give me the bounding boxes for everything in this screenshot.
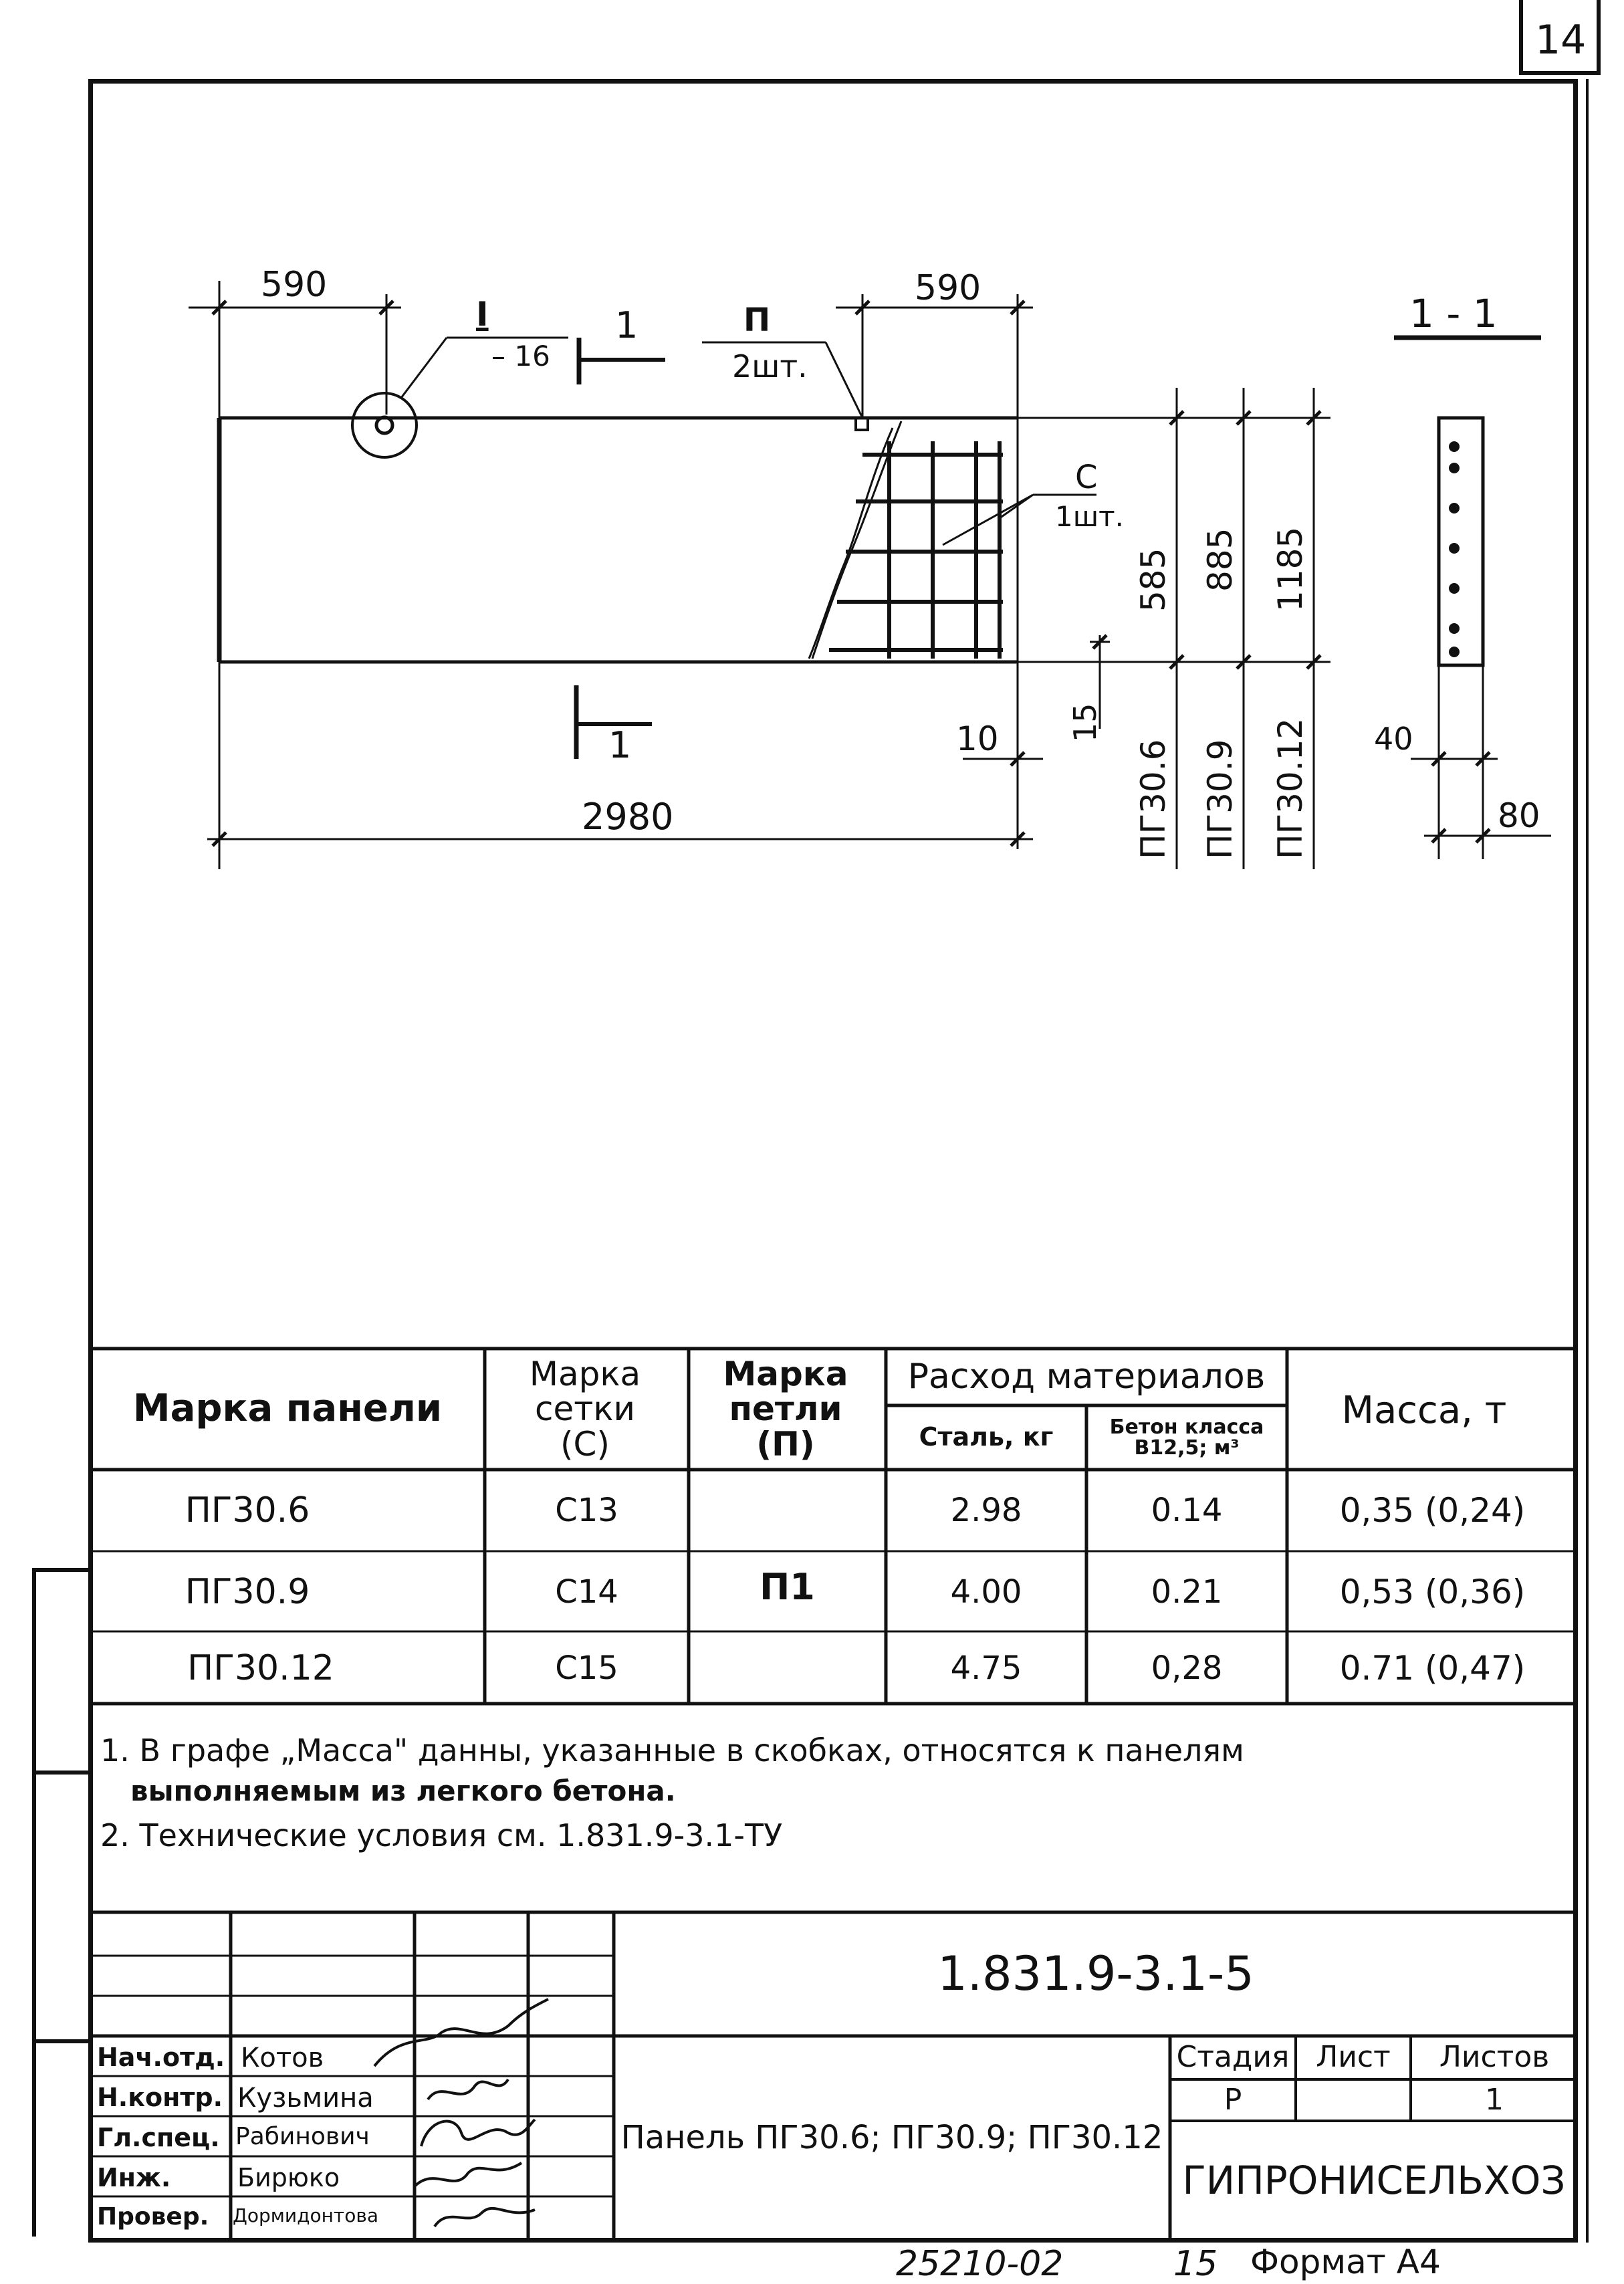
stage-value: Р: [1224, 2082, 1242, 2117]
signature-dormidontova: [433, 2206, 536, 2228]
header-loop-mark: Марка петли (П): [723, 1354, 848, 1464]
drawing-frame: [88, 79, 1578, 2243]
callout-c: С: [1075, 459, 1098, 496]
dim-top-right: 590: [915, 268, 981, 308]
header-consumption: Расход материалов: [907, 1357, 1266, 1397]
sheets-label: Листов: [1439, 2040, 1550, 2075]
binding-margin-line: [32, 1771, 90, 1775]
table-row-1-mass: 0,35 (0,24): [1339, 1490, 1526, 1530]
table-row-2-mass: 0,53 (0,36): [1339, 1572, 1526, 1611]
note-line-3: 2. Технические условия см. 1.831.9-3.1-Т…: [100, 1817, 783, 1853]
table-row-3-mesh: С15: [555, 1649, 618, 1687]
dim-top-left: 590: [261, 265, 328, 305]
dim-total-width: 2980: [582, 796, 674, 838]
header-steel: Сталь, кг: [919, 1422, 1054, 1452]
table-row-3-steel: 4.75: [950, 1649, 1022, 1687]
binding-margin-line: [32, 2039, 90, 2043]
frame-right-double-line: [1586, 79, 1589, 2243]
stage-label: Стадия: [1176, 2040, 1290, 2075]
copy-number: 15: [1173, 2244, 1218, 2284]
header-concrete: Бетон класса В12,5; м³: [1109, 1415, 1264, 1460]
signature-birjuko: [413, 2162, 523, 2188]
section-mark-bottom: 1: [608, 724, 632, 766]
staff-role-5: Провер.: [97, 2203, 209, 2231]
header-mesh-mark: Марка сетки (С): [529, 1354, 641, 1464]
signature-rabinovich: [420, 2118, 536, 2147]
dim-10: 10: [956, 719, 999, 758]
page-number-box: [1519, 0, 1601, 75]
note-line-1: 1. В графе „Масса" данны, указанные в ск…: [100, 1732, 1244, 1768]
callout-i: I: [476, 295, 489, 334]
header-mass: Масса, т: [1341, 1388, 1507, 1432]
table-row-1-steel: 2.98: [950, 1491, 1022, 1529]
table-row-3-mass: 0.71 (0,47): [1339, 1648, 1526, 1688]
callout-p: П: [743, 302, 771, 339]
table-row-2-steel: 4.00: [950, 1573, 1022, 1611]
page-number: 14: [1535, 17, 1587, 64]
header-panel-mark: Марка панели: [132, 1387, 443, 1431]
table-row-2-panel: ПГ30.9: [185, 1571, 310, 1612]
signature-kotov: [373, 1998, 549, 2067]
document-code: 1.831.9-3.1-5: [937, 1946, 1254, 2001]
staff-role-1: Нач.отд.: [97, 2043, 225, 2072]
note-line-2: выполняемым из легкого бетона.: [130, 1775, 676, 1807]
signature-kuzmina: [427, 2078, 509, 2101]
table-row-3-panel: ПГ30.12: [187, 1647, 334, 1688]
staff-name-2: Кузьмина: [237, 2083, 374, 2114]
table-row-3-concrete: 0,28: [1151, 1649, 1223, 1687]
section-dim-40: 40: [1374, 721, 1413, 757]
staff-name-5: Дормидонтова: [233, 2204, 378, 2226]
table-row-2-concrete: 0.21: [1151, 1573, 1223, 1611]
staff-name-3: Рабинович: [235, 2123, 370, 2150]
callout-i-sub: – 16: [491, 340, 550, 372]
table-row-2-mesh: С14: [555, 1573, 618, 1611]
inventory-number: 25210-02: [896, 2244, 1064, 2284]
callout-p-qty: 2шт.: [732, 348, 808, 384]
loop-mark-value: П1: [760, 1565, 815, 1608]
staff-role-3: Гл.спец.: [97, 2123, 220, 2152]
staff-name-1: Котов: [241, 2043, 324, 2073]
staff-role-4: Инж.: [97, 2163, 171, 2192]
section-mark-top: 1: [615, 304, 639, 346]
table-row-1-mesh: С13: [555, 1491, 618, 1529]
sheets-value: 1: [1485, 2082, 1504, 2117]
paper-format: Формат А4: [1250, 2243, 1441, 2281]
sheet-label: Лист: [1316, 2040, 1391, 2075]
drawing-title: Панель ПГ30.6; ПГ30.9; ПГ30.12: [620, 2119, 1163, 2157]
callout-c-qty: 1шт.: [1055, 500, 1124, 533]
table-row-1-concrete: 0.14: [1151, 1491, 1223, 1529]
organization: ГИПРОНИСЕЛЬХОЗ: [1182, 2157, 1566, 2203]
binding-margin: [32, 1568, 90, 2237]
staff-role-2: Н.контр.: [97, 2083, 223, 2112]
table-row-1-panel: ПГ30.6: [185, 1490, 310, 1530]
staff-name-4: Бирюко: [237, 2163, 340, 2192]
section-dim-80: 80: [1498, 796, 1540, 835]
section-title: 1 - 1: [1409, 291, 1498, 336]
